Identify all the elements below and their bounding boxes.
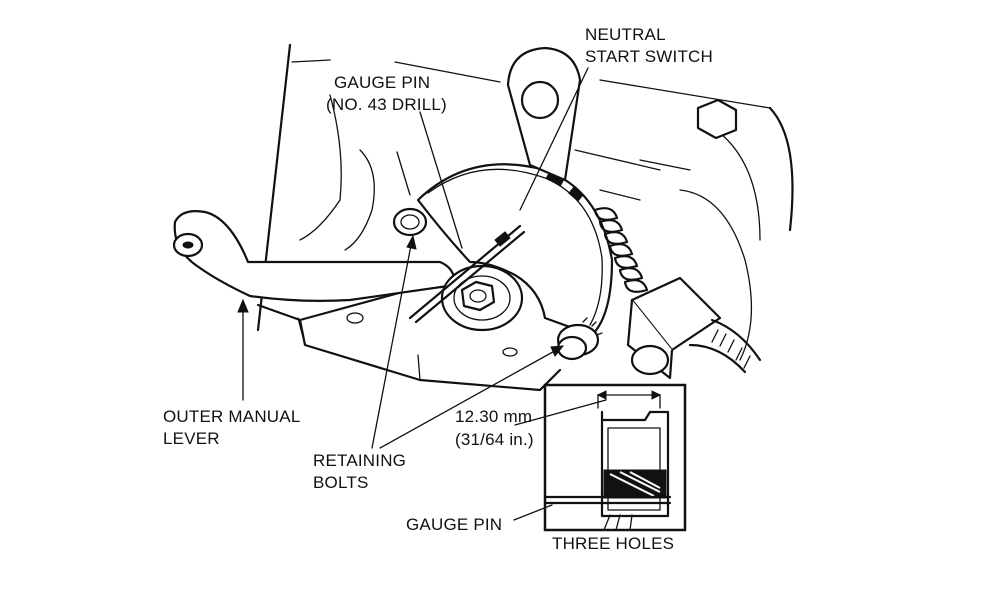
wire-spring	[593, 207, 649, 293]
label-neutral-start-switch-2: START SWITCH	[585, 47, 713, 66]
shaft-hub	[440, 264, 524, 332]
retaining-bolt-top	[392, 207, 428, 237]
gauge-pin-detail-inset	[543, 383, 687, 532]
label-three-holes: THREE HOLES	[552, 534, 674, 553]
electrical-connector	[626, 276, 762, 380]
gauge-pin-drill	[408, 224, 526, 324]
label-dimension-mm: 12.30 mm	[455, 407, 532, 426]
label-retaining-bolts-2: BOLTS	[313, 473, 368, 492]
switch-mounting-lobe	[506, 46, 582, 182]
label-gauge-pin-bottom: GAUGE PIN	[406, 515, 502, 534]
label-gauge-pin-top-1: GAUGE PIN	[334, 73, 430, 92]
label-dimension-in: (31/64 in.)	[455, 430, 534, 449]
label-retaining-bolts-1: RETAINING	[313, 451, 406, 470]
label-outer-manual-lever-1: OUTER MANUAL	[163, 407, 300, 426]
outer-manual-lever	[172, 210, 457, 302]
leader-lines	[237, 67, 633, 531]
label-gauge-pin-top-2: (NO. 43 DRILL)	[326, 95, 447, 114]
label-neutral-start-switch-1: NEUTRAL	[585, 25, 666, 44]
case-hex-bolt	[696, 98, 738, 140]
retaining-bolt-bottom	[556, 317, 603, 361]
label-outer-manual-lever-2: LEVER	[163, 429, 220, 448]
